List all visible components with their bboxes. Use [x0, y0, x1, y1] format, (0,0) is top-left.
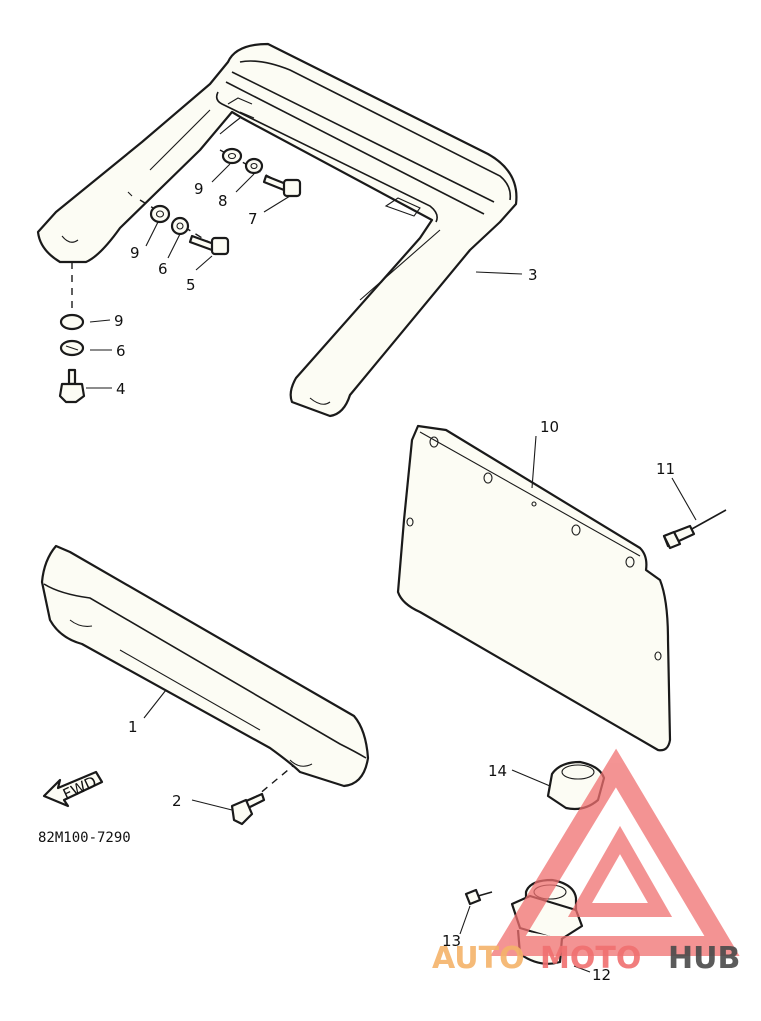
lock-washer-6-middle [170, 216, 190, 236]
callout-2: 2 [172, 792, 182, 810]
callout-3: 3 [528, 266, 538, 284]
callout-5: 5 [186, 276, 196, 294]
watermark-logo-icon [490, 748, 740, 956]
callout-11: 11 [656, 460, 675, 478]
bolt-5 [188, 234, 230, 256]
callout-8: 8 [218, 192, 228, 210]
lock-washer-6-lower [59, 339, 85, 357]
callout-7: 7 [248, 210, 258, 228]
callout-4: 4 [116, 380, 126, 398]
washer-9-lower [59, 313, 85, 331]
clip-part-11 [662, 509, 727, 550]
mud-flap-part [396, 424, 672, 752]
bolt-2 [230, 792, 266, 826]
callout-6a: 6 [158, 260, 168, 278]
callout-13: 13 [442, 932, 461, 950]
callout-10: 10 [540, 418, 559, 436]
assembly-line [251, 759, 301, 801]
watermark-auto: AUTO [432, 941, 525, 976]
washer-9-middle [149, 204, 171, 224]
screw-13 [464, 888, 493, 906]
watermark-hub: HUB [668, 941, 740, 976]
rear-guard-part [40, 544, 370, 788]
lock-washer-8 [244, 157, 264, 175]
bolt-4 [58, 368, 86, 404]
drawing-code: 82M100-7290 [38, 830, 131, 846]
callout-6b: 6 [116, 342, 126, 360]
washer-9-upper [221, 147, 243, 165]
fwd-label: FWD [60, 773, 99, 804]
callout-9a: 9 [194, 180, 204, 198]
callout-9c: 9 [114, 312, 124, 330]
callout-1: 1 [128, 718, 138, 736]
bolt-7 [262, 174, 302, 198]
leader-lines [86, 163, 697, 973]
watermark-moto: MOTO [540, 941, 641, 976]
carrier-rail-part [36, 42, 518, 418]
callout-14: 14 [488, 762, 507, 780]
callout-12: 12 [592, 966, 611, 984]
watermark-text: AUTO MOTO HUB [432, 941, 740, 976]
callout-9b: 9 [130, 244, 140, 262]
forward-arrow-icon: FWD [42, 770, 104, 808]
